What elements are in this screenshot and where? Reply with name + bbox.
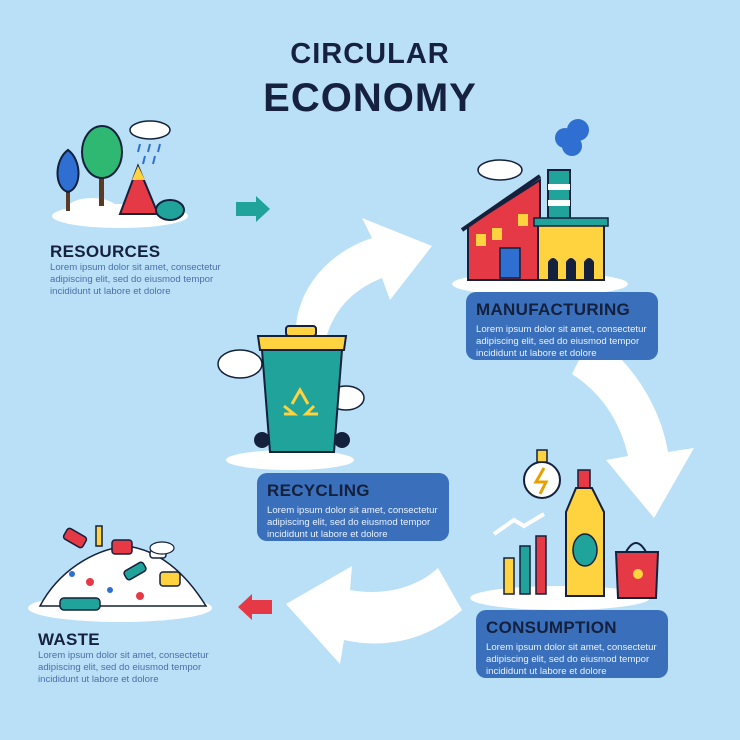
recycle-bin-icon bbox=[217, 325, 365, 470]
resources-description: Lorem ipsum dolor sit amet, consectetur … bbox=[50, 262, 221, 297]
waste-heading: WASTE bbox=[38, 630, 100, 649]
manufacturing-box: MANUFACTURING Lorem ipsum dolor sit amet… bbox=[466, 292, 658, 360]
red-left-arrow-icon bbox=[238, 594, 272, 620]
recycling-box: RECYCLING Lorem ipsum dolor sit amet, co… bbox=[257, 473, 449, 541]
title-line-1: CIRCULAR bbox=[290, 38, 450, 70]
trees-icon bbox=[52, 120, 188, 228]
products-icon bbox=[470, 449, 660, 610]
recycling-description: Lorem ipsum dolor sit amet, consectetur … bbox=[267, 505, 438, 540]
manufacturing-description: Lorem ipsum dolor sit amet, consectetur … bbox=[476, 324, 647, 359]
resources-heading: RESOURCES bbox=[50, 242, 161, 261]
teal-right-arrow-icon bbox=[236, 196, 270, 222]
consumption-heading: CONSUMPTION bbox=[486, 618, 617, 637]
consumption-description: Lorem ipsum dolor sit amet, consectetur … bbox=[486, 642, 657, 677]
title-line-2: ECONOMY bbox=[263, 76, 477, 120]
factory-icon bbox=[452, 119, 628, 296]
manufacturing-heading: MANUFACTURING bbox=[476, 300, 631, 319]
recycling-heading: RECYCLING bbox=[267, 481, 370, 500]
cycle-arrows-icon bbox=[286, 218, 694, 664]
garbage-pile-icon bbox=[28, 525, 212, 622]
waste-description: Lorem ipsum dolor sit amet, consectetur … bbox=[38, 650, 209, 685]
consumption-box: CONSUMPTION Lorem ipsum dolor sit amet, … bbox=[476, 610, 668, 678]
